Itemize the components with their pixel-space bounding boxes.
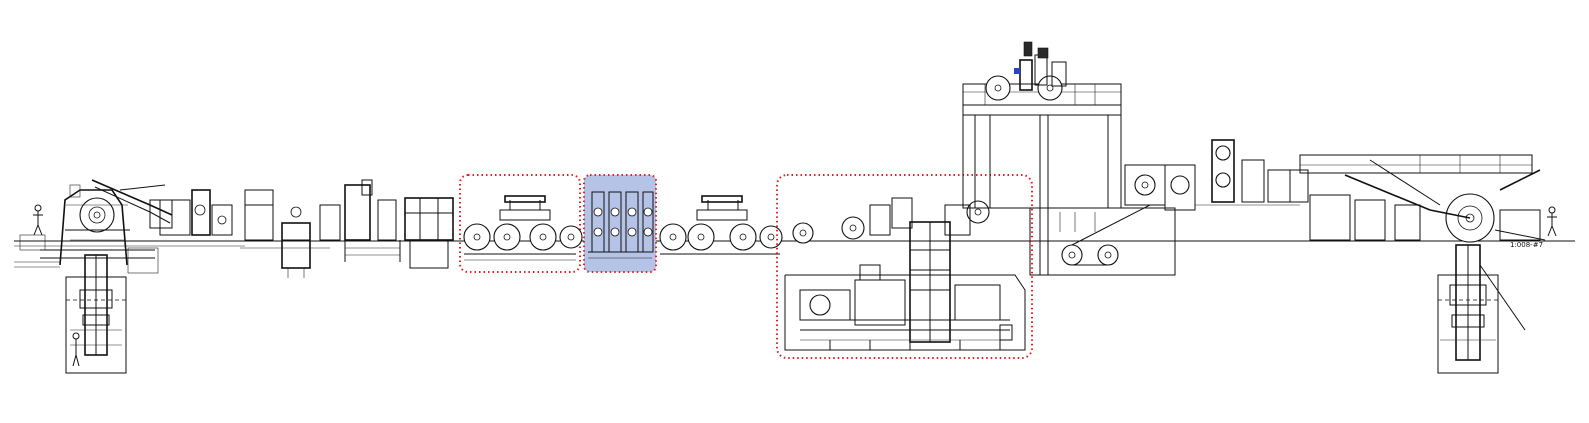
exit-section-equipment [1124,139,1309,211]
bridle-section-left [459,174,583,273]
exit-pit [1437,244,1526,374]
dotted-box-process-section [776,174,1033,359]
dotted-box-bridle-left [459,174,581,273]
tension-leveler-section [583,174,657,273]
process-section [776,174,1033,359]
pass-line [14,240,1575,268]
entry-section-equipment [159,179,454,278]
entry-payoff-reel [19,179,173,274]
looper-tower [962,41,1176,276]
shaded-box-tension-leveler [583,174,657,273]
exit-reel-label: 1:008-#7 [1510,241,1543,249]
exit-tension-reel: 1:008-#7 [1299,154,1557,249]
bridle-section-right [659,195,783,255]
entry-pit [65,254,127,374]
